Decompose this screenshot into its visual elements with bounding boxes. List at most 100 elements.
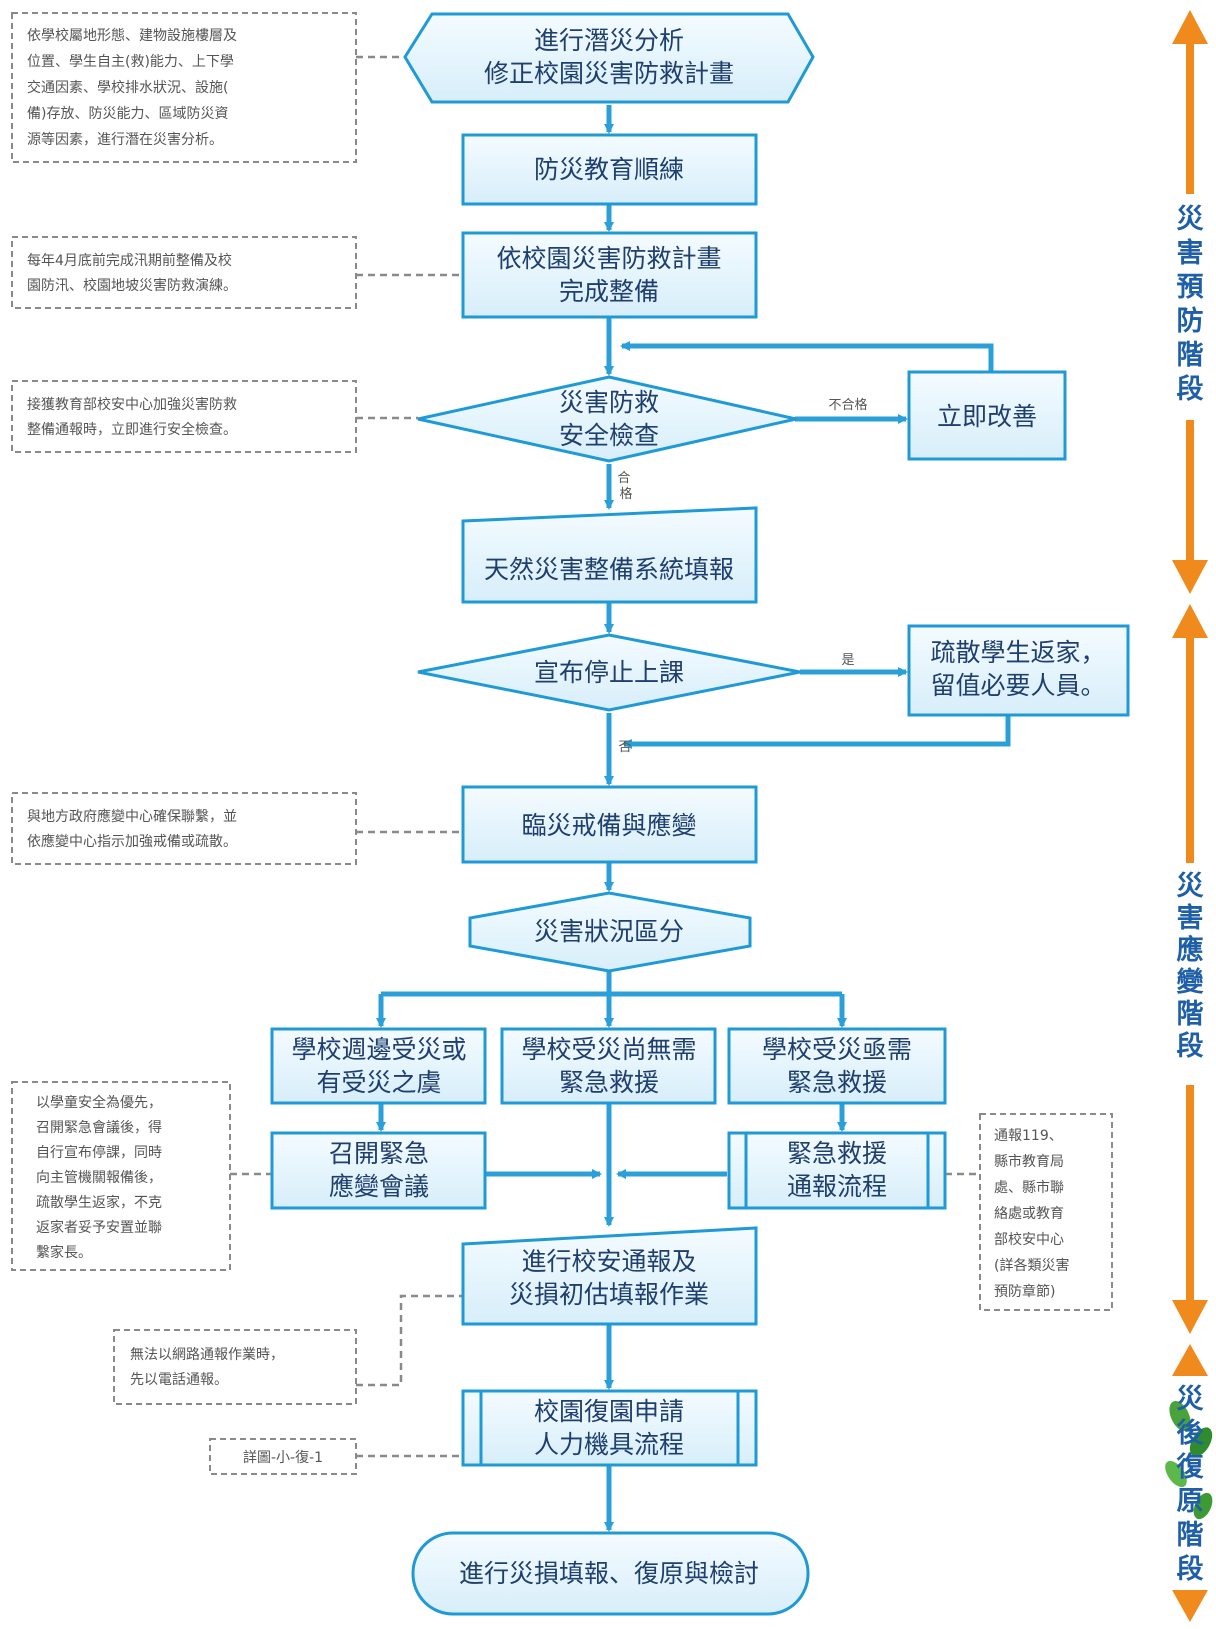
node-training-label: 防災教育順練 — [534, 155, 684, 184]
note-box-2 — [11, 236, 357, 309]
phase-prevention-arrow-up — [1172, 10, 1208, 44]
text-line: 先以電話通報。 — [130, 1371, 228, 1388]
node-case-c — [727, 1027, 947, 1105]
text-line: 與地方政府應變中心確保聯繫，並 — [27, 808, 237, 825]
edge-label-fail: 不合格 — [828, 397, 867, 413]
node-school-report-label: 進行校安通報及災損初估填報作業 — [509, 1247, 709, 1309]
text-line: 修正校園災害防救計畫 — [484, 59, 734, 88]
node-evacuate — [907, 624, 1130, 717]
text-line: 縣市教育局 — [994, 1153, 1064, 1170]
text-line: 學校受災亟需 — [762, 1035, 912, 1064]
text-line: 交通因素、學校排水狀況、設施( — [27, 79, 228, 96]
text-line: 天然災害整備系統填報 — [484, 555, 734, 584]
node-check — [417, 375, 797, 463]
text-line: 災害狀況區分 — [534, 917, 684, 946]
text-line: 園防汛、校園地坡災害防救演練。 — [27, 277, 237, 294]
node-classify-label: 災害狀況區分 — [534, 917, 684, 946]
vertical-char: 段 — [1177, 1031, 1204, 1062]
text-line: 立即改善 — [937, 402, 1037, 431]
text-line: 疏散學生返家，不克 — [36, 1194, 162, 1211]
phase-prevention-arrow-down — [1172, 560, 1208, 594]
text-line: 疏散學生返家， — [930, 638, 1105, 667]
node-case-a-label: 學校週邊受災或有受災之虞 — [291, 1035, 466, 1097]
edge-label-yes: 是 — [841, 653, 854, 668]
node-meeting — [270, 1131, 487, 1210]
note-text-1: 依學校屬地形態、建物設施樓層及位置、學生自主(救)能力、上下學交通因素、學校排水… — [27, 27, 237, 148]
node-report-system-label: 天然災害整備系統填報 — [484, 555, 734, 584]
note-text-2: 每年4月底前完成汛期前整備及校園防汛、校園地坡災害防救演練。 — [27, 252, 237, 294]
node-alert — [461, 785, 758, 864]
text-line: 通報流程 — [787, 1172, 887, 1201]
node-case-b-label: 學校受災尚無需緊急救援 — [521, 1035, 696, 1097]
node-case-b — [500, 1027, 717, 1105]
node-prepare — [461, 231, 758, 319]
text-line: (詳各類災害 — [994, 1258, 1069, 1274]
node-end-label: 進行災損填報、復原與檢討 — [459, 1559, 759, 1588]
phase-response-arrow-up — [1172, 604, 1208, 638]
text-line: 繫家長。 — [36, 1244, 92, 1261]
text-line: 詳圖-小-復-1 — [243, 1449, 323, 1466]
text-line: 緊急救援 — [787, 1139, 887, 1168]
note-box-3 — [11, 380, 357, 453]
text-line: 處、縣市聯 — [994, 1179, 1064, 1196]
edge-label-pass-char: 合 — [617, 471, 630, 486]
note-box-1 — [11, 12, 357, 163]
text-line: 以學童安全為優先， — [36, 1094, 162, 1111]
node-report-system — [461, 506, 758, 604]
text-line: 依學校屬地形態、建物設施樓層及 — [27, 27, 237, 44]
note-text-3: 接獲教育部校安中心加強災害防救整備通報時，立即進行安全檢查。 — [27, 396, 237, 438]
vertical-char: 預 — [1177, 272, 1205, 303]
node-meeting-label: 召開緊急應變會議 — [329, 1139, 429, 1201]
note-connectors — [230, 55, 980, 1458]
node-recovery-apply — [461, 1389, 758, 1467]
node-start — [403, 12, 815, 104]
node-training — [461, 133, 758, 206]
text-line: 留值必要人員。 — [930, 671, 1105, 700]
phase-response-label: 災害應變階段 — [1177, 871, 1205, 1062]
edge-label-pass-char: 格 — [619, 486, 632, 502]
phase-arrows — [1172, 10, 1208, 1622]
phase-prevention-label: 災害預防階段 — [1177, 204, 1205, 405]
node-school-report — [461, 1226, 758, 1326]
vertical-char: 害 — [1177, 237, 1204, 269]
node-improve-label: 立即改善 — [937, 402, 1037, 431]
text-line: 絡處或教育 — [994, 1206, 1064, 1222]
text-line: 進行災損填報、復原與檢討 — [459, 1559, 759, 1588]
edge-label-pass: 合 格 — [617, 471, 634, 502]
vertical-char: 防 — [1177, 306, 1204, 337]
node-rescue-label: 緊急救援通報流程 — [787, 1139, 887, 1201]
node-improve — [907, 370, 1067, 461]
text-line: 緊急救援 — [787, 1068, 887, 1097]
vertical-char: 變 — [1177, 966, 1205, 998]
note-text-4: 與地方政府應變中心確保聯繫，並依應變中心指示加強戒備或疏散。 — [27, 808, 237, 850]
note-box-6 — [979, 1113, 1113, 1311]
edges — [376, 105, 1011, 1532]
vertical-char: 災 — [1177, 1384, 1205, 1415]
text-line: 進行校安通報及 — [521, 1247, 696, 1276]
node-case-a — [270, 1027, 487, 1105]
note-box-4 — [11, 792, 357, 865]
edge-improve-loop — [620, 341, 994, 372]
vertical-char: 段 — [1177, 374, 1204, 405]
node-case-c-label: 學校受災亟需緊急救援 — [762, 1035, 912, 1097]
node-announce — [417, 633, 801, 712]
text-line: 接獲教育部校安中心加強災害防救 — [27, 396, 237, 413]
text-line: 校園復園申請 — [534, 1397, 684, 1426]
text-line: 應變會議 — [329, 1172, 429, 1201]
text-line: 源等因素，進行潛在災害分析。 — [27, 131, 223, 148]
node-rescue — [727, 1131, 947, 1210]
node-prepare-label: 依校園災害防救計畫完成整備 — [496, 244, 721, 306]
vertical-char: 段 — [1177, 1554, 1204, 1585]
text-line: 有受災之虞 — [316, 1068, 441, 1097]
text-line: 預防章節) — [994, 1283, 1055, 1300]
text-line: 防災教育順練 — [534, 155, 684, 184]
leaf-decoration — [1165, 1401, 1213, 1520]
note-box-7 — [113, 1329, 357, 1405]
nodes — [270, 12, 1130, 1616]
text-line: 向主管機關報備後， — [36, 1170, 162, 1186]
text-line: 部校安中心 — [994, 1231, 1064, 1248]
vertical-char: 後 — [1177, 1418, 1205, 1449]
text-line: 緊急救援 — [559, 1068, 659, 1097]
text-line: 進行潛災分析 — [534, 26, 684, 55]
